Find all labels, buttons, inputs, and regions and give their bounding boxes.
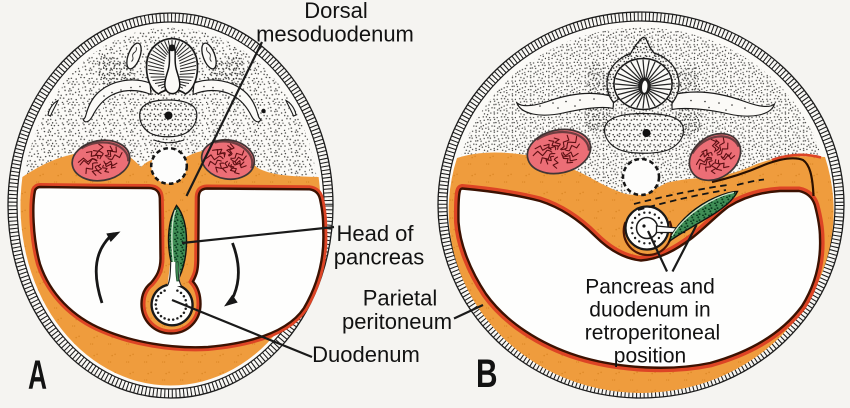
svg-text:Dorsal: Dorsal — [304, 0, 368, 23]
svg-text:position: position — [614, 345, 686, 368]
svg-text:A: A — [28, 352, 47, 398]
svg-text:pancreas: pancreas — [334, 245, 425, 270]
svg-text:mesoduodenum: mesoduodenum — [256, 22, 414, 47]
svg-text:Parietal: Parietal — [363, 286, 438, 311]
svg-text:Pancreas and: Pancreas and — [585, 276, 715, 299]
svg-text:peritoneum: peritoneum — [342, 309, 452, 334]
svg-text:Duodenum: Duodenum — [312, 342, 420, 367]
svg-text:B: B — [476, 352, 498, 396]
svg-text:retroperitoneal: retroperitoneal — [585, 322, 720, 345]
svg-text:duodenum in: duodenum in — [589, 299, 710, 322]
svg-text:Head of: Head of — [336, 221, 414, 246]
